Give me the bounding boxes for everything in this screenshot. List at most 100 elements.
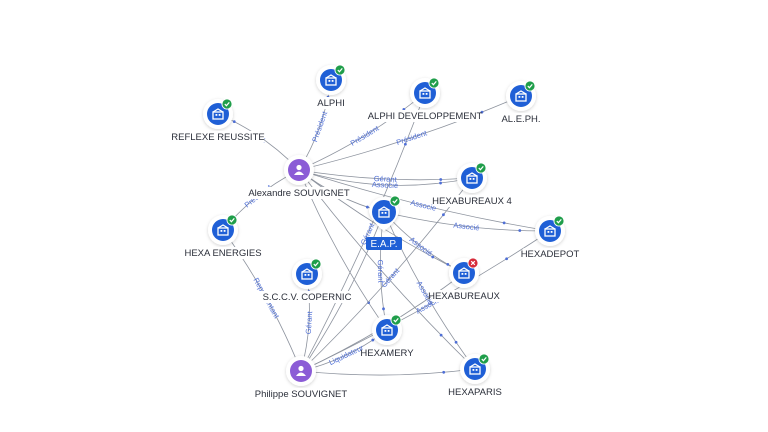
edge [298,169,473,181]
cross-icon [467,257,479,269]
node-label-bg [171,131,265,143]
node-label: REFLEXE REUSSITE [171,132,264,143]
check-icon [475,162,487,174]
building-icon [217,224,229,236]
check-icon [221,98,233,110]
node-label: ALPHI [317,98,344,109]
edge-arrow [502,221,506,225]
edge-label: Président [395,128,429,147]
node-label-bg [431,290,497,302]
node-label-bg [370,110,480,122]
edge [298,169,551,232]
nodes-layer: ALPHI ALPHI DEVELOPPEMENT AL.E.PH. REFLEXE … [171,64,580,400]
edge-label: Gérant [304,310,314,334]
node-hexadepot[interactable]: HEXADEPOT [521,215,580,261]
node-label-bg [433,195,511,207]
edge [300,368,476,376]
node-label-bg [447,386,503,398]
edge-arrow [518,229,522,232]
building-icon [458,267,470,279]
edge-arrow [431,255,435,259]
node-label-bg [244,187,354,199]
edge-arrow [442,213,445,217]
check-icon [310,258,322,270]
edge-arrow [367,301,370,305]
edge-arrow [442,370,446,374]
edge-label-text: Associé [372,180,399,190]
building-icon [381,324,393,336]
check-icon [524,80,536,92]
edge-arrow [446,262,450,266]
edge-label: Président [310,109,329,143]
edge-arrow [232,120,236,124]
building-icon [419,87,431,99]
node-label: HEXAMERY [360,348,414,359]
check-icon [389,195,401,207]
node-hexaparis[interactable]: HEXAPARIS [447,353,503,399]
node-label-bg [362,347,412,359]
node-philippe[interactable]: Philippe SOUVIGNET [249,356,353,400]
check-icon [428,77,440,89]
edge-arrow [439,333,443,337]
node-label: HEXABUREAUX 4 [432,196,512,207]
edge-label-text: Président [349,123,382,148]
node-label-bg [496,113,546,125]
edge-label-text: Gérant [374,174,398,184]
edge-arrow [403,142,407,146]
edge-labels-layer: PrésidentPrésidentPrésidentDir.GérantAss… [243,109,480,367]
edge-label-text: Président [310,109,329,143]
edge-arrow [505,257,509,261]
node-label-bg [249,388,353,400]
edge-arrow [365,205,369,209]
node-aleph[interactable]: AL.E.PH. [496,80,546,126]
node-label-bg [184,247,262,259]
node-label: HEXADEPOT [521,249,580,260]
edge-arrow [382,307,385,311]
center-pin [369,195,401,231]
node-sccv[interactable]: S.C.C.V. COPERNIC [258,258,356,304]
node-hexabureaux4[interactable]: HEXABUREAUX 4 [432,162,512,208]
edge-label-text: Associé [453,221,480,233]
node-label: ALPHI DEVELOPPEMENT [368,111,483,122]
node-alphi[interactable]: ALPHI [314,64,348,110]
edge-label-text: Président [395,128,429,147]
edge [300,92,426,372]
node-hexa-energies[interactable]: HEXA ENERGIES [184,214,262,260]
node-alexandre[interactable]: Alexandre SOUVIGNET [244,155,354,199]
edge [298,169,473,186]
edge-label-text: Associé [408,235,434,258]
node-hexamery[interactable]: HEXAMERY [360,314,414,360]
edge [298,95,522,171]
edge-label-text: Gérant [304,310,314,334]
node-label: AL.E.PH. [501,114,540,125]
edge [383,211,476,370]
edge-label: Associé [372,180,399,190]
node-label-bg [258,291,356,303]
check-icon [390,314,402,326]
node-label: Alexandre SOUVIGNET [248,188,350,199]
edge-arrow [439,181,442,185]
edge-label: Président [349,123,382,148]
node-alphi-dev[interactable]: ALPHI DEVELOPPEMENT [368,77,483,123]
center-node[interactable]: E.A.P. [366,195,402,251]
edge-label: Gérant [374,174,398,184]
check-icon [334,64,346,76]
check-icon [478,353,490,365]
edge [298,92,426,171]
building-icon [378,206,390,218]
edge [300,230,551,372]
building-icon [544,225,556,237]
node-hexabureaux[interactable]: HEXABUREAUX [428,257,501,303]
building-icon [301,268,313,280]
center-label: E.A.P. [370,239,397,250]
building-icon [515,90,527,102]
node-label: Philippe SOUVIGNET [255,389,348,400]
check-icon [553,215,565,227]
center-label-badge [366,237,402,250]
building-icon [325,74,337,86]
edge-label-text: Gérant [376,260,386,284]
node-reflexe[interactable]: REFLEXE REUSSITE [171,98,265,144]
edge-label: Associé [453,221,480,233]
person-icon [296,365,306,376]
